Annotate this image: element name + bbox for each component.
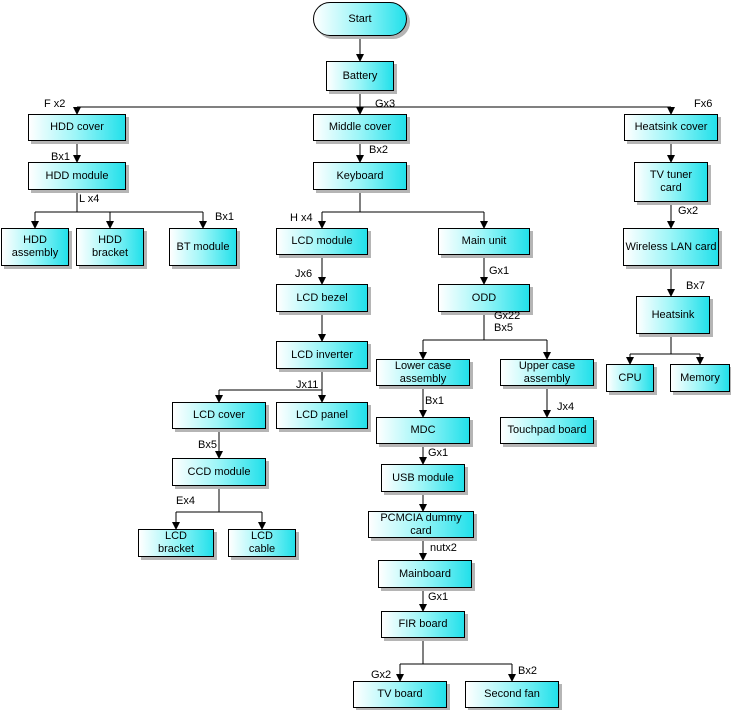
- node-odd: ODD: [438, 284, 530, 312]
- node-middle-cover: Middle cover: [313, 114, 407, 141]
- node-memory: Memory: [670, 364, 730, 392]
- node-mainboard: Mainboard: [378, 560, 472, 588]
- edge-label-touchpad-board: Jx4: [557, 401, 575, 413]
- node-usb-module: USB module: [381, 464, 465, 492]
- node-heatsink: Heatsink: [636, 296, 710, 334]
- node-hdd-assembly: HDD assembly: [1, 228, 69, 266]
- node-lcd-bezel: LCD bezel: [276, 284, 368, 312]
- node-tv-board: TV board: [353, 681, 447, 708]
- edge-label-usb-module: Gx1: [428, 447, 449, 459]
- node-battery: Battery: [326, 61, 394, 91]
- node-pcmcia-dummy-card: PCMCIA dummy card: [368, 511, 474, 538]
- edge-label-odd-split: Gx22 Bx5: [494, 310, 521, 334]
- node-second-fan: Second fan: [465, 681, 559, 708]
- node-lcd-module: LCD module: [276, 228, 368, 255]
- node-wireless-lan-card: Wireless LAN card: [623, 228, 719, 266]
- edge-label-mainboard: nutx2: [430, 542, 457, 554]
- edge-label-mdc: Bx1: [425, 395, 444, 407]
- node-keyboard: Keyboard: [313, 162, 407, 190]
- node-lcd-cable: LCD cable: [228, 529, 296, 557]
- node-heatsink-cover: Heatsink cover: [624, 114, 718, 141]
- node-hdd-bracket: HDD bracket: [76, 228, 144, 266]
- edge-label-wireless-lan-card: Gx2: [678, 205, 699, 217]
- edge-label-hdd-module: Bx1: [51, 151, 70, 163]
- node-lcd-bracket: LCD bracket: [138, 529, 214, 557]
- node-bt-module: BT module: [169, 228, 237, 266]
- edge-label-lcd-bezel: Jx6: [295, 268, 313, 280]
- node-lcd-cover: LCD cover: [172, 402, 266, 429]
- edge-label-second-fan: Bx2: [518, 665, 537, 677]
- node-start: Start: [313, 2, 407, 36]
- edge-label-hdd-cover: F x2: [44, 98, 66, 110]
- edge-label-tv-board: Gx2: [371, 669, 392, 681]
- edge-label-odd: Gx1: [489, 265, 510, 277]
- edge-label-heatsink-cover: Fx6: [694, 98, 713, 110]
- node-mdc: MDC: [376, 417, 470, 444]
- node-lcd-panel: LCD panel: [276, 402, 368, 429]
- node-upper-case-assembly: Upper case assembly: [500, 359, 594, 386]
- node-hdd-module: HDD module: [28, 162, 126, 190]
- edge-label-fir-board: Gx1: [428, 591, 449, 603]
- edge-label-keyboard: Bx2: [369, 144, 388, 156]
- edge-label-middle-cover: Gx3: [375, 98, 396, 110]
- edge-label-ccd-module: Bx5: [198, 439, 217, 451]
- node-lcd-inverter: LCD inverter: [276, 341, 368, 369]
- node-tv-tuner-card: TV tuner card: [634, 162, 708, 202]
- edge-label-heatsink: Bx7: [686, 280, 705, 292]
- node-ccd-module: CCD module: [172, 458, 266, 486]
- node-touchpad-board: Touchpad board: [500, 417, 594, 444]
- node-main-unit: Main unit: [438, 228, 530, 255]
- node-lower-case-assembly: Lower case assembly: [376, 359, 470, 386]
- node-fir-board: FIR board: [381, 611, 465, 638]
- node-cpu: CPU: [606, 364, 654, 392]
- edge-label-keyboard-split: H x4: [290, 212, 313, 224]
- edge-label-lcd-panel: Jx11: [296, 379, 319, 391]
- edge-label-bt-module: Bx1: [215, 211, 234, 223]
- edge-label-ccd-split: Ex4: [176, 495, 195, 507]
- node-hdd-cover: HDD cover: [28, 114, 126, 141]
- edge-label-hdd-split: L x4: [79, 193, 100, 205]
